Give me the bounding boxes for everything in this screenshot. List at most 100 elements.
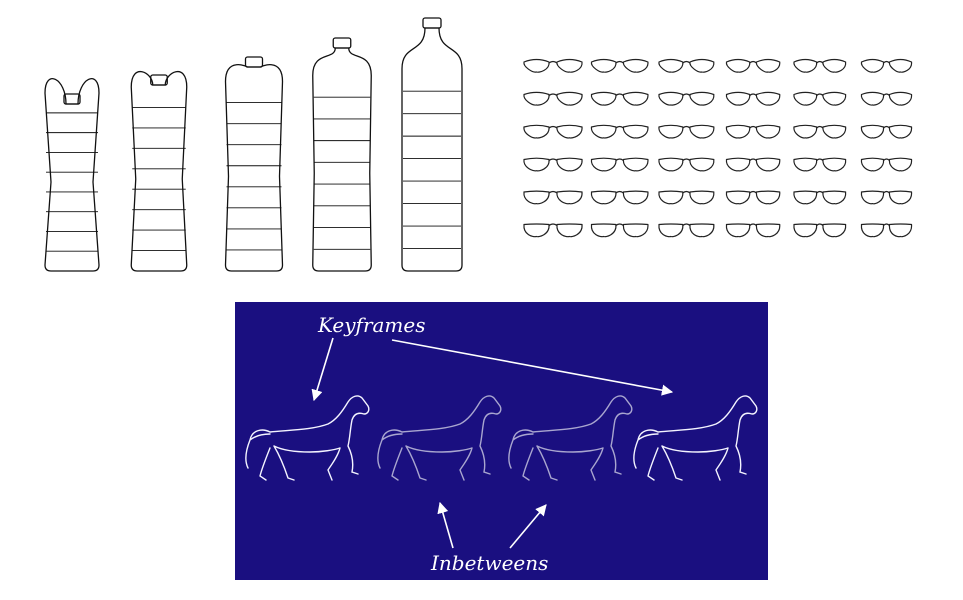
glasses-bridge <box>883 223 890 226</box>
bottle-4 <box>312 37 372 272</box>
glasses-lens <box>860 157 885 172</box>
glasses-bridge <box>883 60 890 64</box>
bottle-3 <box>224 56 284 272</box>
glasses-frame <box>793 58 847 73</box>
glasses-lens <box>556 157 583 172</box>
glasses-lens <box>523 223 550 238</box>
glasses-lens <box>622 223 649 238</box>
glasses-lens <box>888 58 913 73</box>
glasses-frame <box>860 58 913 73</box>
glasses-frame <box>860 157 913 172</box>
glasses-lens <box>689 223 715 238</box>
glasses-bridge <box>816 60 824 64</box>
bottle-outline <box>130 71 188 272</box>
glasses-bridge <box>615 60 624 64</box>
glasses-frame <box>725 157 781 172</box>
glasses-frame <box>860 223 913 238</box>
bottle-outline <box>312 47 372 272</box>
glasses-lens <box>725 157 751 172</box>
glasses-frame <box>793 190 847 205</box>
glasses-frame <box>725 124 781 139</box>
horse-outline <box>377 395 502 481</box>
glasses-bridge <box>816 125 824 129</box>
glasses-bridge <box>615 158 624 161</box>
glasses-bridge <box>749 93 757 96</box>
glasses-frame <box>793 91 847 106</box>
glasses-lens <box>658 190 684 205</box>
glasses-lens <box>523 157 550 172</box>
inbetween-arrow-right <box>509 504 547 549</box>
glasses-lens <box>822 190 847 205</box>
glasses-bridge <box>749 158 757 161</box>
glasses-lens <box>822 58 847 73</box>
glasses-lens <box>888 190 913 205</box>
glasses-lens <box>590 190 617 205</box>
glasses-frame <box>725 91 781 106</box>
glasses-lens <box>523 124 550 139</box>
glasses-lens <box>658 58 684 73</box>
glasses-frame <box>860 190 913 205</box>
glasses-frame <box>658 223 715 238</box>
glasses-lens <box>822 157 847 172</box>
glasses-bridge <box>548 125 558 129</box>
glasses-lens <box>725 58 751 73</box>
inbetween-horse-3 <box>508 395 633 481</box>
glasses-lens <box>860 124 885 139</box>
glasses-bridge <box>682 158 691 161</box>
glasses-lens <box>689 58 715 73</box>
glasses-lens <box>590 91 617 106</box>
glasses-frame <box>523 190 583 205</box>
glasses-lens <box>860 190 885 205</box>
glasses-lens <box>755 91 781 106</box>
glasses-bridge <box>816 93 824 96</box>
glasses-frame <box>658 91 715 106</box>
glasses-lens <box>622 190 649 205</box>
glasses-lens <box>822 223 847 238</box>
glasses-lens <box>689 124 715 139</box>
glasses-bridge <box>615 190 624 194</box>
glasses-lens <box>523 58 550 73</box>
horse-outline <box>245 395 370 481</box>
glasses-lens <box>590 58 617 73</box>
glasses-lens <box>556 190 583 205</box>
glasses-bridge <box>883 190 890 194</box>
glasses-lens <box>755 223 781 238</box>
glasses-lens <box>793 223 818 238</box>
glasses-frame <box>523 91 583 106</box>
glasses-lens <box>689 157 715 172</box>
glasses-lens <box>822 91 847 106</box>
glasses-bridge <box>749 223 757 226</box>
glasses-lens <box>860 223 885 238</box>
glasses-lens <box>755 124 781 139</box>
glasses-lens <box>689 190 715 205</box>
glasses-lens <box>793 58 818 73</box>
glasses-frame <box>725 58 781 73</box>
glasses-lens <box>658 124 684 139</box>
horse-outline <box>508 395 633 481</box>
glasses-lens <box>523 190 550 205</box>
glasses-lens <box>556 58 583 73</box>
glasses-bridge <box>883 125 890 129</box>
glasses-lens <box>793 124 818 139</box>
glasses-lens <box>556 124 583 139</box>
glasses-frame <box>658 157 715 172</box>
keyframes-label: Keyframes <box>317 313 426 337</box>
glasses-lens <box>523 91 550 106</box>
glasses-frame <box>523 58 583 73</box>
keyframe-horse-1 <box>245 395 370 481</box>
bottle-1 <box>44 78 100 272</box>
glasses-lens <box>556 91 583 106</box>
horse-outline <box>633 395 758 481</box>
glasses-frame <box>725 223 781 238</box>
glasses-bridge <box>816 158 824 161</box>
glasses-bridge <box>749 60 757 64</box>
glasses-bridge <box>883 93 890 96</box>
inbetweens-label: Inbetweens <box>430 551 548 575</box>
glasses-lens <box>622 157 649 172</box>
glasses-frame <box>725 190 781 205</box>
glasses-frame <box>590 124 649 139</box>
glasses-bridge <box>682 190 691 194</box>
bottle-outline <box>224 64 284 272</box>
glasses-lens <box>860 58 885 73</box>
